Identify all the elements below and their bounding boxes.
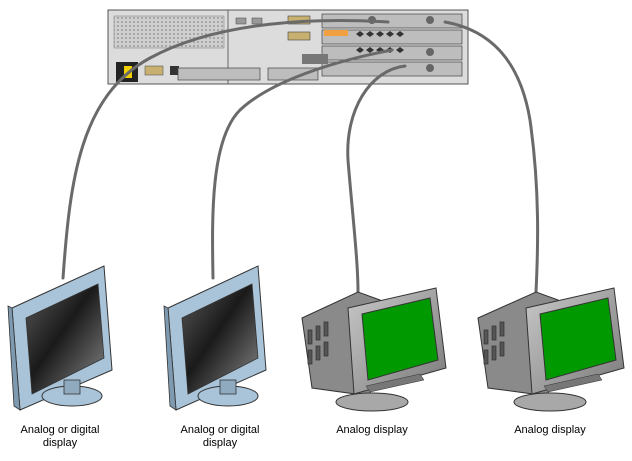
- display-label-1: Analog or digital display: [12, 424, 108, 450]
- display-label-2-line1: Analog or digital: [180, 424, 260, 436]
- crt-display-2: [477, 287, 625, 412]
- graphics-card-slots: [321, 13, 463, 77]
- crt-display-1: [301, 287, 447, 412]
- display-label-4-line1: Analog display: [514, 424, 586, 436]
- display-label-2: Analog or digital display: [172, 424, 268, 450]
- display-label-1-line1: Analog or digital: [20, 424, 100, 436]
- display-label-2-line2: display: [202, 437, 238, 449]
- display-label-1-line2: display: [42, 437, 78, 449]
- lcd-display-2: [163, 265, 267, 411]
- video-cables: [61, 19, 540, 294]
- display-label-3-line1: Analog display: [336, 424, 408, 436]
- lcd-display-1: [7, 265, 113, 411]
- display-label-3: Analog display: [322, 424, 422, 437]
- display-label-4: Analog display: [500, 424, 600, 437]
